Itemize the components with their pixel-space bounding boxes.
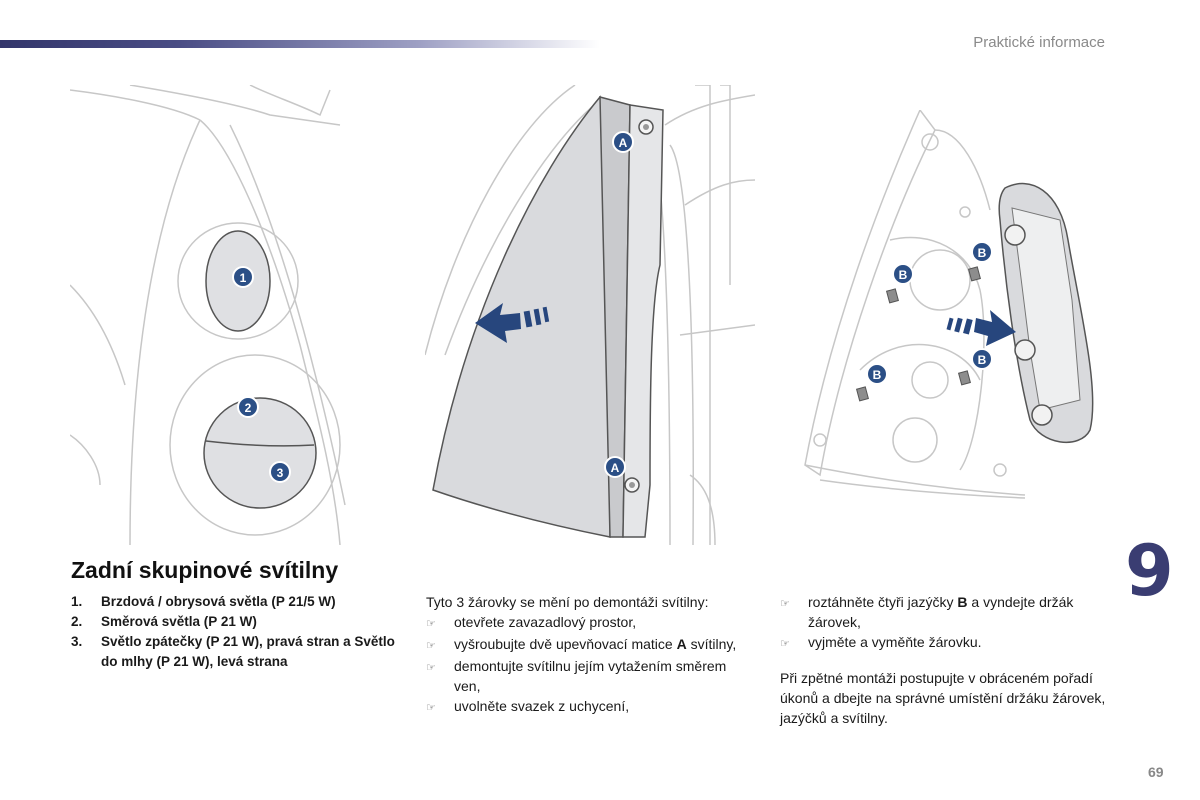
bulb-item-number: 1. (71, 594, 83, 609)
svg-text:3: 3 (277, 466, 284, 480)
reassembly-note: Při zpětné montáži postupujte v obrácené… (780, 670, 1106, 726)
instruction-step: ☞ vyšroubujte dvě upevňovací matice A sv… (426, 634, 746, 656)
svg-text:2: 2 (245, 401, 252, 415)
instruction-step-text: otevřete zavazadlový prostor, (454, 614, 637, 630)
marker-a-bottom: A (604, 456, 626, 478)
bulb-item: 2. Směrová světla (P 21 W) (71, 612, 411, 632)
hand-pointer-icon: ☞ (426, 640, 436, 652)
hand-pointer-icon: ☞ (426, 618, 436, 630)
bulb-item-text: Směrová světla (P 21 W) (101, 614, 257, 629)
marker-b-3: B (866, 363, 888, 385)
bulb-item-text: Světlo zpátečky (P 21 W), pravá stran a … (101, 634, 395, 669)
svg-text:B: B (978, 246, 987, 260)
hand-pointer-icon: ☞ (780, 638, 790, 650)
instruction-step-text: vyšroubujte dvě upevňovací matice A svít… (454, 636, 737, 652)
hand-pointer-icon: ☞ (426, 702, 436, 714)
svg-text:B: B (978, 353, 987, 367)
header-gradient-bar (0, 40, 600, 48)
marker-b-1: B (892, 263, 914, 285)
page-title: Zadní skupinové svítilny (71, 557, 339, 583)
hand-pointer-icon: ☞ (426, 662, 436, 674)
instructions-column-left: Tyto 3 žárovky se mění po demontáži svít… (426, 592, 746, 718)
instruction-step: ☞ demontujte svítilnu jejím vytažením sm… (426, 656, 746, 696)
bulb-item-number: 2. (71, 614, 83, 629)
instruction-step-text: uvolněte svazek z uchycení, (454, 698, 630, 714)
svg-text:A: A (611, 461, 620, 475)
chapter-number: 9 (1125, 530, 1174, 612)
instruction-step-text: roztáhněte čtyři jazýčky B a vyndejte dr… (808, 594, 1074, 630)
marker-b-2: B (971, 241, 993, 263)
instruction-step: ☞ uvolněte svazek z uchycení, (426, 696, 746, 718)
marker-a-top: A (612, 131, 634, 153)
insert-arrow (946, 310, 1016, 346)
hand-pointer-icon: ☞ (780, 598, 790, 610)
removal-arrow (475, 303, 550, 343)
bulb-item: 3. Světlo zpátečky (P 21 W), pravá stran… (71, 632, 411, 672)
instructions-intro: Tyto 3 žárovky se mění po demontáži svít… (426, 594, 709, 610)
instruction-step: ☞ roztáhněte čtyři jazýčky B a vyndejte … (780, 592, 1110, 632)
svg-text:B: B (873, 368, 882, 382)
marker-3: 3 (269, 461, 291, 483)
svg-text:B: B (899, 268, 908, 282)
figures-area: 1 2 3 (70, 85, 1094, 545)
instructions-column-right: ☞ roztáhněte čtyři jazýčky B a vyndejte … (780, 592, 1110, 728)
marker-1: 1 (232, 266, 254, 288)
figure-lamp-removal: A A (425, 85, 755, 545)
bulb-item-number: 3. (71, 634, 83, 649)
marker-2: 2 (237, 396, 259, 418)
page-number: 69 (1148, 764, 1164, 780)
svg-text:A: A (619, 136, 628, 150)
svg-text:1: 1 (240, 271, 247, 285)
bulb-item-text: Brzdová / obrysová světla (P 21/5 W) (101, 594, 336, 609)
instruction-step: ☞ vyjměte a vyměňte žárovku. (780, 632, 1110, 654)
bulb-list: 1. Brzdová / obrysová světla (P 21/5 W) … (71, 592, 411, 672)
figure-tail-lamp-positions: 1 2 3 (70, 85, 346, 545)
instruction-step-text: vyjměte a vyměňte žárovku. (808, 634, 982, 650)
section-header: Praktické informace (973, 34, 1105, 51)
figure-bulb-holder: B B B B (804, 110, 1094, 499)
bulb-item: 1. Brzdová / obrysová světla (P 21/5 W) (71, 592, 411, 612)
instruction-step-text: demontujte svítilnu jejím vytažením směr… (454, 658, 727, 694)
instruction-step: ☞ otevřete zavazadlový prostor, (426, 612, 746, 634)
marker-b-4: B (971, 348, 993, 370)
